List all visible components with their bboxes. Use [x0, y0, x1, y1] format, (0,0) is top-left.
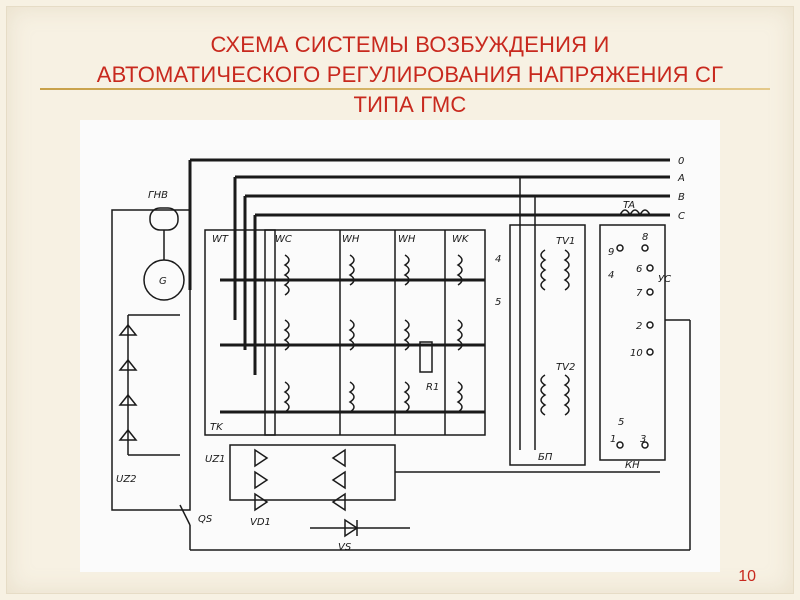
terminal-label: 5 — [495, 297, 501, 308]
label-wh-2: WH — [398, 234, 416, 245]
tv2-secondary — [563, 374, 570, 416]
circuit-diagram: 0 A B C TA ГНВ G WT WC WH WH WK TV1 TV2 … — [80, 120, 720, 572]
terminal-label: 4 — [495, 254, 501, 265]
title-line-2: АВТОМАТИЧЕСКОГО РЕГУЛИРОВАНИЯ НАПРЯЖЕНИЯ… — [96, 62, 724, 87]
wh1-coil-3 — [348, 381, 355, 413]
label-us: УС — [658, 274, 671, 285]
slide-frame — [6, 6, 794, 594]
label-ta: TA — [623, 200, 635, 211]
vd1-diode-2 — [331, 492, 346, 512]
terminal-label: 1 — [610, 434, 616, 445]
title-line-3: ТИПА ГМС — [353, 92, 467, 117]
label-wh-1: WH — [342, 234, 360, 245]
tv1-primary — [540, 249, 547, 291]
wh1-coil-2 — [348, 319, 355, 351]
uz2-diode-1 — [118, 323, 138, 336]
label-r1: R1 — [426, 382, 439, 393]
wh2-coil-2 — [403, 319, 410, 351]
terminal-label: 9 — [608, 247, 614, 258]
wh2-coil-3 — [403, 381, 410, 413]
windings-frame — [264, 229, 486, 436]
label-uz1: UZ1 — [205, 454, 226, 465]
uz2-diode-2 — [118, 358, 138, 371]
wc-coil-3 — [283, 381, 290, 413]
uz1-diode-4 — [331, 470, 346, 490]
ta-transformer — [619, 209, 651, 217]
wt-winding-frame — [204, 229, 276, 436]
terminal-label: 8 — [642, 232, 648, 243]
wc-coil-2 — [283, 319, 290, 351]
terminal-label: 6 — [636, 264, 642, 275]
wk-coil-2 — [456, 319, 463, 351]
generator-frame — [111, 209, 191, 511]
label-qs: QS — [198, 514, 213, 525]
wh1-coil-1 — [348, 254, 355, 286]
terminal-label: 10 — [630, 348, 643, 359]
label-bp: БП — [538, 452, 553, 463]
bus-label-a: A — [677, 173, 685, 184]
label-vd1: VD1 — [250, 517, 271, 528]
label-kn: КН — [625, 460, 640, 471]
terminal-label: 2 — [636, 321, 642, 332]
label-uz2: UZ2 — [116, 474, 137, 485]
label-wt: WT — [212, 234, 229, 245]
label-tv2: TV2 — [556, 362, 575, 373]
tv2-primary — [540, 374, 547, 416]
uz1-diode-3 — [254, 470, 269, 490]
terminal-label: 7 — [636, 288, 643, 299]
wh2-coil-1 — [403, 254, 410, 286]
label-g: G — [159, 276, 167, 287]
label-ghv: ГНВ — [148, 190, 168, 201]
qs-switch — [179, 504, 191, 526]
uz2-diode-3 — [118, 393, 138, 406]
bp-unit-frame — [509, 224, 586, 466]
bus-label-b: B — [678, 192, 685, 203]
label-tv1: TV1 — [556, 236, 575, 247]
label-vs: VS — [338, 542, 352, 553]
label-wk: WK — [452, 234, 470, 245]
terminal-label: 3 — [640, 434, 646, 445]
bus-label-c: C — [678, 211, 685, 222]
title-line-1: СХЕМА СИСТЕМЫ ВОЗБУЖДЕНИЯ И — [210, 32, 610, 57]
ghv-exciter-symbol — [149, 207, 179, 231]
circuit-svg: 0 A B C TA ГНВ G WT WC WH WH WK TV1 TV2 … — [111, 156, 691, 553]
slide-title: СХЕМА СИСТЕМЫ ВОЗБУЖДЕНИЯ И АВТОМАТИЧЕСК… — [40, 30, 780, 120]
tv1-secondary — [563, 249, 570, 291]
bus-label-0: 0 — [678, 156, 684, 167]
wk-coil-3 — [456, 381, 463, 413]
wk-coil-1 — [456, 254, 463, 286]
title-underline — [40, 88, 770, 90]
page-number: 10 — [738, 568, 756, 585]
uz2-diode-4 — [118, 428, 138, 441]
wc-coil-1 — [283, 254, 290, 296]
label-wc: WC — [275, 234, 292, 245]
terminal-label: 5 — [618, 417, 624, 428]
control-block-frame — [599, 224, 666, 461]
uz1-diode-2 — [331, 448, 346, 468]
uz1-diode-1 — [254, 448, 269, 468]
terminal-label: 4 — [608, 270, 614, 281]
label-tk: TK — [210, 422, 224, 433]
vd1-diode-1 — [254, 492, 269, 512]
r1-resistor — [419, 341, 433, 373]
